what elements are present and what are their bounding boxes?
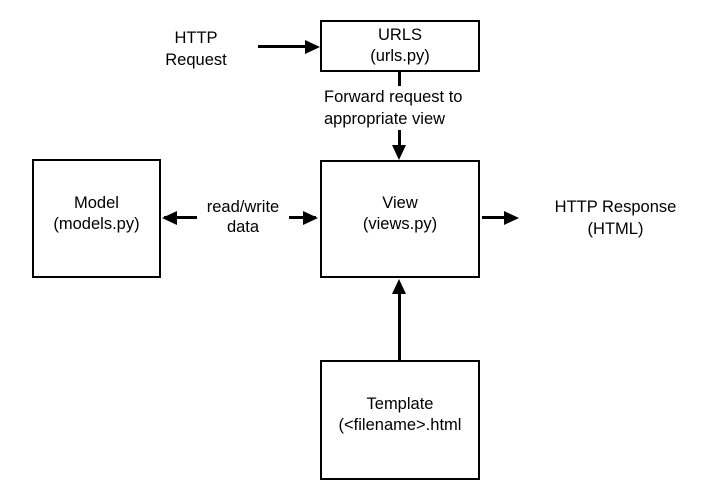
- http-request-label: HTTP Request: [126, 27, 266, 71]
- arrow-template-to-view-head-icon: [392, 279, 406, 294]
- urls-box-title: URLS: [377, 26, 422, 44]
- view-box-title: View: [382, 194, 418, 212]
- template-box: Template (<filename>.html: [320, 360, 480, 480]
- view-box: View (views.py): [320, 160, 480, 278]
- arrow-model-view-left-head-icon: [162, 211, 177, 225]
- arrow-view-to-response-head-icon: [504, 211, 519, 225]
- arrow-urls-to-view-head-icon: [392, 145, 406, 160]
- model-box-subtitle: (models.py): [53, 214, 140, 233]
- model-box: Model (models.py): [32, 159, 161, 278]
- arrow-template-to-view-shaft: [398, 292, 401, 360]
- http-request-label-line1: HTTP: [174, 29, 218, 47]
- forward-request-label-line2: appropriate view: [324, 110, 446, 128]
- urls-box-subtitle: (urls.py): [370, 47, 430, 65]
- arrow-request-to-urls-head-icon: [305, 40, 320, 54]
- forward-request-label: Forward request to appropriate view: [324, 86, 482, 130]
- template-box-subtitle: (<filename>.html: [338, 416, 462, 434]
- forward-request-label-line1: Forward request to: [324, 88, 463, 106]
- http-response-label-line2: (HTML): [587, 220, 644, 238]
- http-response-label-line1: HTTP Response: [554, 198, 677, 216]
- http-response-label: HTTP Response (HTML): [528, 196, 703, 240]
- arrow-view-to-response-shaft: [482, 216, 507, 219]
- model-box-title: Model: [74, 193, 119, 212]
- view-box-subtitle: (views.py): [362, 215, 438, 233]
- template-box-title: Template: [366, 395, 434, 413]
- read-write-label-line1: read/write: [206, 198, 280, 216]
- arrow-request-to-urls-shaft: [258, 45, 308, 48]
- read-write-label-line2: data: [226, 218, 260, 236]
- arrow-model-view-right-head-icon: [303, 211, 318, 225]
- http-request-label-line2: Request: [165, 51, 227, 69]
- urls-box: URLS (urls.py): [320, 20, 480, 72]
- read-write-label: read/write data: [197, 197, 289, 237]
